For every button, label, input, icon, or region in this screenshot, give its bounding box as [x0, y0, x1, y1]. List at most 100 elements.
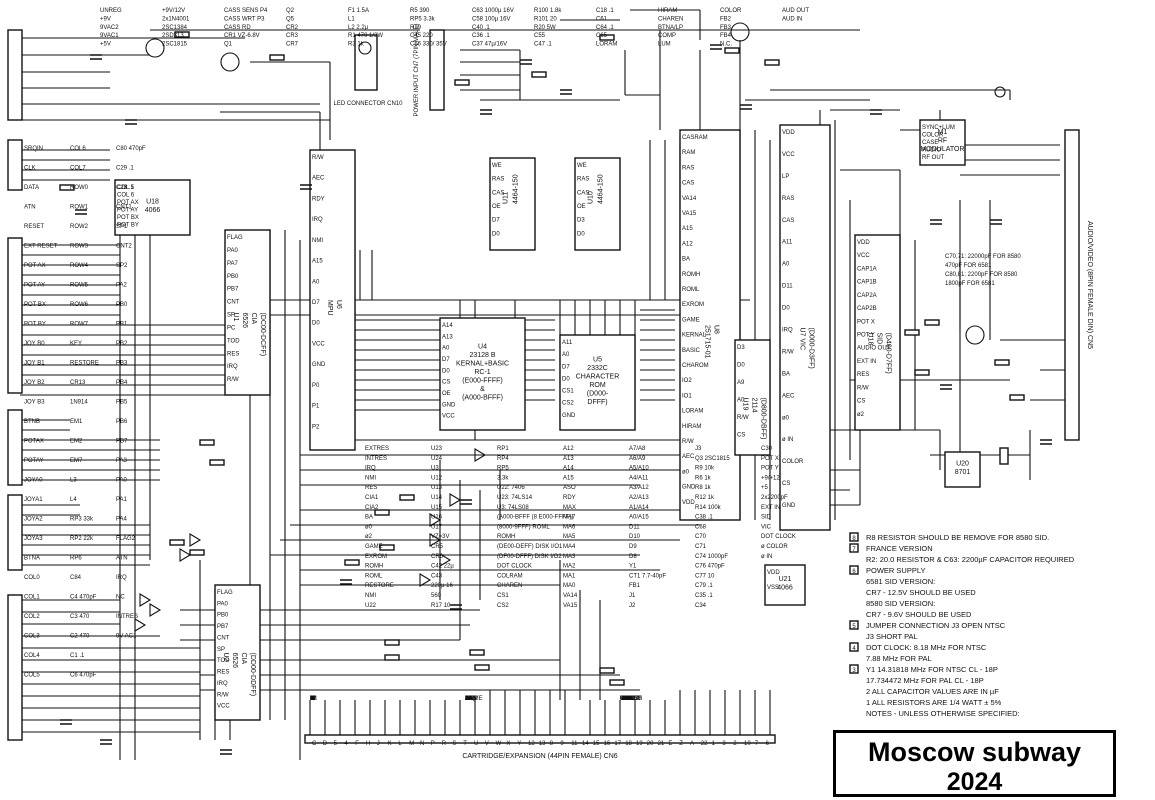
pin-label: AEC: [782, 393, 795, 399]
signal-label-mid: CR5: [431, 544, 444, 550]
signal-label-mid: R14 100k: [695, 505, 722, 511]
logic-gate-symbol: [134, 618, 147, 632]
pin-label: AUDIO OUT: [857, 346, 891, 352]
pin-label: VSS: [767, 585, 779, 591]
signal-label-bottom: U11: [620, 696, 631, 702]
signal-label-mid: DOT CLOCK: [497, 564, 532, 570]
signal-label-mid: U16: [431, 515, 443, 521]
chip-title: MODULATOR: [920, 146, 964, 153]
cap-table-line: C70,71: 22000pF FOR 8580: [945, 254, 1021, 260]
signal-label-mid: ASO: [563, 485, 576, 491]
signal-label-left: PA4: [116, 517, 128, 523]
signal-label-top: Q1: [224, 42, 233, 48]
signal-label-mid: U23: 74LS14: [497, 495, 533, 501]
cn6-pin: 10: [744, 741, 751, 747]
chip-title: 6526: [231, 653, 238, 669]
signal-label-bottom: A15: [465, 696, 476, 702]
signal-label-top: C63 1000µ 16V: [472, 8, 514, 14]
signal-label-left: C2 470: [70, 634, 90, 640]
signal-label-bottom: 9V AC1: [620, 696, 641, 702]
pin-label: LORAM: [682, 409, 703, 415]
signal-label-bottom: D0: [620, 696, 628, 702]
signal-label-mid: R9 10k: [695, 466, 715, 472]
signal-label-bottom: U27: [620, 696, 632, 702]
signal-label-bottom: 13: [310, 696, 317, 702]
cn6-pin: R: [442, 741, 447, 747]
chip-title: U10: [588, 191, 595, 204]
resistor-symbol: [374, 509, 390, 516]
cn6-pin: S: [452, 741, 456, 747]
signal-label-left: ROW7: [70, 322, 89, 328]
pin-label: VCC: [312, 341, 325, 347]
chip-title: 4066: [145, 207, 161, 214]
cn6-pin: J: [377, 741, 380, 747]
pin-label: R/W: [682, 439, 694, 445]
pin-label: VDD: [767, 570, 780, 576]
signal-label-left: BTNB: [24, 419, 40, 425]
pin-label: D0: [782, 306, 790, 312]
signal-label-top: +9V: [100, 16, 111, 22]
signal-label-mid: +5: [761, 485, 769, 491]
signal-label-top: UNREG: [100, 8, 122, 14]
resistor-symbol: [209, 459, 225, 466]
signal-label-top: +9V/12V: [162, 8, 185, 14]
chip-title: CHARACTER: [576, 373, 620, 380]
cn6-pin: N: [420, 741, 424, 747]
signal-label-mid: D11: [629, 524, 640, 530]
pin-label: SYNC+LUM: [922, 125, 955, 131]
cn6-pin: 21: [658, 741, 665, 747]
signal-label-top: C64 .1: [596, 25, 614, 31]
signal-label-mid: FB1: [629, 583, 641, 589]
signal-label-bottom: U16: [620, 696, 632, 702]
note-number: 4: [852, 646, 856, 652]
signal-label-top: F1 1.5A: [348, 8, 369, 14]
signal-label-bottom: 2: [465, 696, 469, 702]
pin-label: FLAG: [217, 590, 233, 596]
signal-label-left: RP2 22k: [70, 536, 94, 542]
signal-label-mid: IRQ: [365, 466, 376, 472]
signal-label-mid: A4/A11: [629, 475, 649, 481]
signal-label-top: R1 470 1/2W: [348, 33, 383, 39]
signal-label-mid: 220µ 16: [431, 583, 453, 589]
signal-label-left: JOYA2: [24, 517, 43, 523]
signal-label-bottom: Z: [465, 696, 469, 702]
signal-label-left: ROW2: [70, 224, 89, 230]
resistor-symbol: [199, 439, 215, 446]
signal-label-left: DATA: [24, 185, 39, 191]
cn6-pin: 22: [701, 741, 708, 747]
resistor-symbol: [914, 369, 930, 376]
note-text: 8580 SID VERSION:: [866, 599, 935, 608]
pin-label: VDD: [682, 500, 695, 506]
note-text: 1 ALL RESISTORS ARE 1/4 WATT ± 5%: [866, 698, 1002, 707]
logic-gate-symbol: [429, 533, 442, 547]
signal-label-left: PB4: [116, 380, 128, 386]
connector-block: [304, 734, 776, 744]
signal-label-left: RP6: [70, 556, 82, 562]
chip-title: (DD00-DDFF): [249, 653, 256, 697]
note-text: R2: 20.0 RESISTOR & C63: 2200µF CAPACITO…: [866, 555, 1075, 564]
signal-label-mid: (DE00-DEFF) DISK I/O1: [497, 544, 563, 550]
chip-title: (D400-D7FF): [885, 333, 892, 374]
signal-label-bottom: U: [310, 696, 314, 702]
pin-label: A12: [682, 241, 693, 247]
signal-label-mid: RP5: [497, 466, 509, 472]
pin-label: CAP1A: [857, 266, 877, 272]
signal-label-bottom: Y: [310, 696, 314, 702]
signal-label-mid: VA14: [563, 593, 578, 599]
resistor-symbol: [384, 654, 400, 661]
signal-label-left: COL6: [70, 146, 86, 152]
pin-label: CNT: [217, 635, 230, 641]
signal-label-top: Q2: [286, 8, 295, 14]
chip-title: U1: [232, 313, 239, 322]
signal-label-mid: CIA2: [365, 505, 379, 511]
pin-label: HIRAM: [682, 424, 701, 430]
signal-label-top: Q5: [286, 16, 295, 22]
chip-title: 251715-01: [704, 325, 711, 359]
signal-label-top: LUM: [658, 42, 671, 48]
cn6-pin: E: [668, 741, 672, 747]
signal-label-top: +5V: [100, 42, 111, 48]
signal-label-top: BTNA/LP: [658, 25, 683, 31]
